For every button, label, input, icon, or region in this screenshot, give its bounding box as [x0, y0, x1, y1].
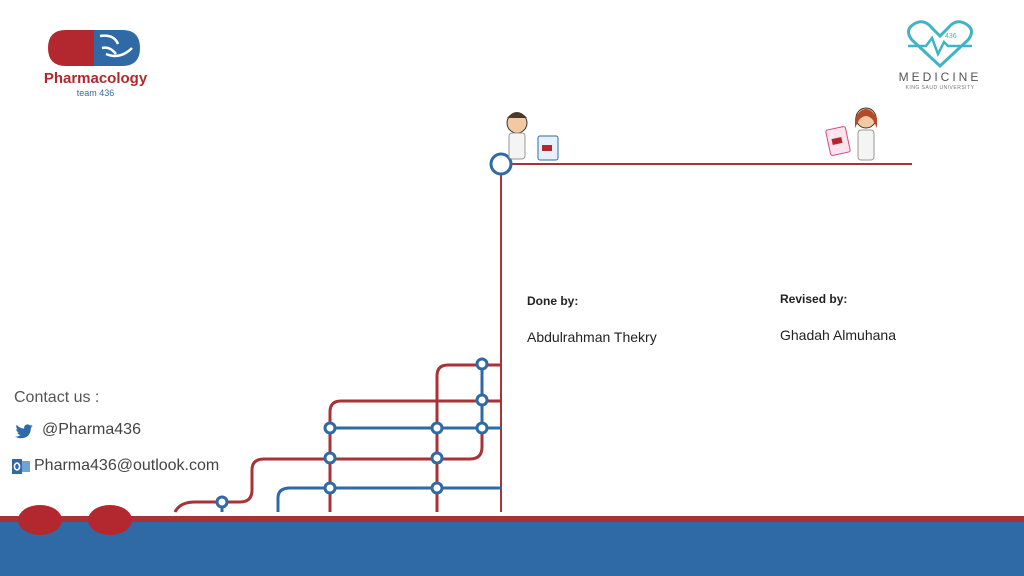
email-address-link[interactable]: Pharma436@outlook.com	[34, 457, 220, 474]
medicine-heart-logo-icon	[907, 20, 973, 69]
station	[475, 393, 489, 407]
red-route-2	[328, 399, 501, 512]
revised-by-label: Revised by:	[780, 292, 848, 306]
logo-pharmacology-subtitle: team 436	[76, 88, 115, 98]
done-by-label: Done by:	[527, 294, 579, 308]
red-route-3	[173, 428, 484, 513]
twitter-icon[interactable]	[14, 424, 34, 440]
logo-pharmacology-title: Pharmacology	[43, 70, 148, 87]
logo-medicine-number: 436	[945, 33, 957, 40]
station	[323, 421, 337, 435]
contact-title: Contact us :	[14, 389, 100, 406]
station	[475, 421, 489, 435]
station	[430, 481, 444, 495]
station	[215, 495, 229, 509]
done-by-name: Abdulrahman Thekry	[527, 329, 657, 345]
station	[475, 357, 489, 371]
top-station	[489, 152, 513, 176]
red-oval-left	[18, 505, 62, 535]
logo-medicine-title: MEDICINE	[898, 70, 982, 84]
station	[430, 421, 444, 435]
station	[323, 481, 337, 495]
station	[323, 451, 337, 465]
red-oval-right	[88, 505, 132, 535]
bottom-blue-band	[0, 522, 1024, 576]
twitter-handle-link[interactable]: @Pharma436	[42, 421, 141, 438]
pharmacology-logo-icon	[48, 30, 140, 66]
female-doctor-figure	[825, 107, 877, 161]
outlook-mail-icon[interactable]	[12, 458, 30, 475]
male-doctor-figure	[506, 112, 559, 161]
station	[430, 451, 444, 465]
logo-medicine-subtitle: KING SAUD UNIVERSITY	[905, 85, 975, 91]
revised-by-name: Ghadah Almuhana	[780, 327, 896, 343]
blue-route-2	[276, 486, 501, 512]
bottom-red-line	[0, 516, 1024, 522]
red-route-1	[435, 363, 501, 512]
